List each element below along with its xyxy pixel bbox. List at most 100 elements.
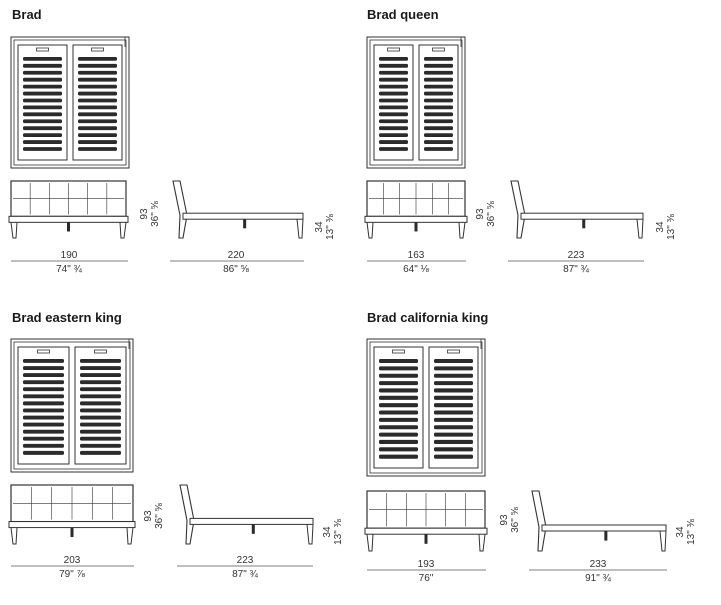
foot-leg [296, 219, 304, 239]
length-in-brad-queen: 87" ¾ [563, 264, 589, 275]
slat [434, 417, 473, 422]
slat [424, 98, 453, 103]
title-brad-queen: Brad queen [367, 7, 439, 22]
slat [23, 443, 64, 448]
width-cm-brad-queen: 163 [408, 250, 425, 261]
slat [434, 447, 473, 452]
slat [434, 403, 473, 408]
width-cm-brad-eastern-king: 203 [64, 555, 81, 566]
slat [78, 147, 117, 151]
slat [379, 147, 408, 151]
center-leg [70, 527, 74, 538]
slat [23, 436, 64, 441]
mattress-panel [428, 346, 479, 469]
side-rail [541, 524, 667, 532]
slat [23, 380, 64, 385]
slat [379, 70, 408, 75]
slat [23, 98, 62, 103]
slat [23, 112, 62, 117]
width-cm-brad: 190 [61, 250, 78, 261]
panel-handle [36, 47, 49, 52]
mattress-panel [418, 44, 459, 161]
panel-handle [432, 47, 445, 52]
slat [78, 140, 117, 144]
slat [80, 387, 121, 392]
slat [80, 366, 121, 370]
slat [23, 387, 64, 392]
slat [23, 366, 64, 370]
foot-leg [659, 530, 667, 552]
slat [80, 415, 121, 420]
slat [23, 77, 62, 82]
height-cm-brad-california-king: 93 [499, 514, 510, 526]
slat [434, 395, 473, 400]
slat [379, 126, 408, 131]
slat [80, 401, 121, 406]
slat [23, 126, 62, 131]
slat [78, 105, 117, 110]
title-brad-eastern-king: Brad eastern king [12, 310, 122, 325]
slat [23, 429, 64, 434]
slat [78, 63, 117, 68]
side-rail [189, 517, 314, 525]
slat [424, 91, 453, 96]
slat [379, 417, 418, 422]
slat [379, 112, 408, 117]
dim-frame-brad: 34 13" ⅜ [314, 213, 336, 239]
top-view-brad-california-king [366, 338, 486, 477]
slat [379, 98, 408, 103]
length-cm-brad: 220 [228, 250, 245, 261]
slat [78, 98, 117, 103]
slat [80, 436, 121, 441]
slat [424, 112, 453, 117]
leg [10, 527, 18, 545]
bed-frame-inner [369, 341, 483, 474]
mattress-panel [373, 44, 414, 161]
slat [78, 133, 117, 138]
center-leg [604, 531, 608, 541]
foot-leg [636, 219, 644, 239]
leg [119, 222, 127, 239]
slat [23, 394, 64, 399]
bed-rail [364, 527, 488, 535]
slat [434, 381, 473, 386]
slat [424, 57, 453, 61]
leg [458, 222, 466, 239]
leg [366, 534, 374, 552]
panel-handle [392, 349, 405, 354]
slat [78, 57, 117, 61]
slat [379, 140, 408, 144]
slat [23, 70, 62, 75]
bed-brad-queen: 93 36" ⅝ 34 13" ⅜ 163 64" ⅛ 223 87" ¾ [364, 36, 677, 275]
slat [434, 388, 473, 393]
length-in-brad-california-king: 91" ¾ [585, 573, 611, 584]
side-rail [520, 212, 644, 220]
slat [424, 77, 453, 82]
panel-handle [37, 349, 50, 354]
slat [379, 410, 418, 415]
slat [78, 91, 117, 96]
slat [23, 84, 62, 89]
slat [379, 432, 418, 437]
height-in-brad-california-king: 36" ⅝ [510, 506, 521, 532]
title-brad-california-king: Brad california king [367, 310, 489, 325]
headboard-side [172, 180, 188, 239]
slat [424, 119, 453, 124]
front-view-brad-eastern-king [8, 484, 136, 545]
mattress-panel [72, 44, 123, 161]
bed-rail [364, 215, 468, 223]
slat [379, 381, 418, 386]
bed-rail [8, 521, 136, 529]
slat [379, 63, 408, 68]
dim-height-brad-eastern-king: 93 36" ⅝ [143, 502, 165, 528]
dim-height-brad: 93 36" ⅝ [139, 200, 161, 226]
slat [78, 119, 117, 124]
slat [424, 140, 453, 144]
leg [10, 222, 18, 239]
slat [379, 77, 408, 82]
slat [434, 439, 473, 444]
slat [80, 359, 121, 363]
slat [379, 447, 418, 452]
bed-brad-california-king: 93 36" ⅝ 34 13" ⅜ 193 76" 233 91" ¾ [364, 338, 697, 584]
slat [379, 133, 408, 138]
